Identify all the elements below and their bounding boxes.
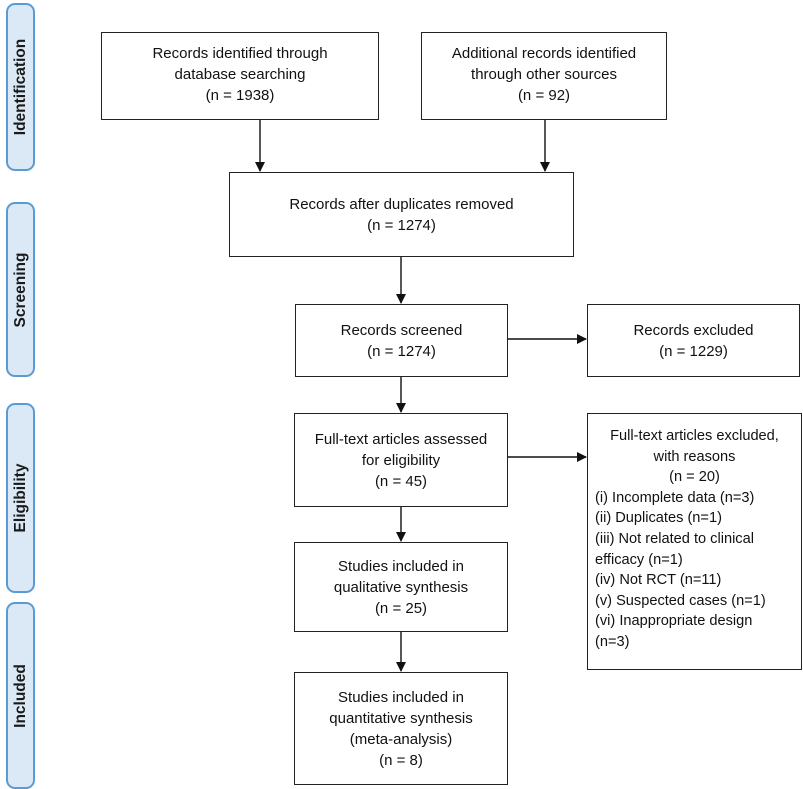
- records-screened-box: Records screened (n = 1274): [295, 304, 508, 377]
- fulltext-assessed-box: Full-text articles assessed for eligibil…: [294, 413, 508, 507]
- exclusion-reason: (vi) Inappropriate design: [595, 613, 753, 630]
- exclusion-reason: efficacy (n=1): [595, 551, 683, 568]
- box-count: (n = 1229): [659, 342, 728, 360]
- stage-identification: Identification: [6, 3, 35, 171]
- box-text: Full-text articles excluded,: [610, 428, 779, 444]
- box-text: (meta-analysis): [349, 730, 453, 748]
- duplicates-removed-box: Records after duplicates removed (n = 12…: [229, 172, 574, 257]
- records-identified-database-box: Records identified through database sear…: [101, 32, 379, 120]
- box-text: Records after duplicates removed: [289, 195, 514, 213]
- box-text: Additional records identified: [451, 45, 637, 62]
- box-count: (n = 8): [379, 751, 423, 769]
- box-text: Records identified through: [152, 45, 328, 62]
- records-excluded-box: Records excluded (n = 1229): [587, 304, 800, 377]
- box-text: qualitative synthesis: [333, 578, 469, 596]
- exclusion-reason: (n=3): [595, 633, 630, 650]
- exclusion-reason: (v) Suspected cases (n=1): [595, 592, 766, 609]
- exclusion-reason: (i) Incomplete data (n=3): [595, 489, 755, 506]
- quantitative-synthesis-box: Studies included in quantitative synthes…: [294, 672, 508, 785]
- box-count: (n = 1938): [205, 87, 275, 104]
- box-count: (n = 1274): [367, 342, 436, 360]
- box-text: database searching: [174, 66, 306, 83]
- box-text: Full-text articles assessed: [314, 430, 488, 448]
- box-text: Records excluded: [633, 321, 754, 339]
- box-text: Studies included in: [338, 557, 464, 575]
- stage-screening: Screening: [6, 202, 35, 377]
- box-text: with reasons: [653, 448, 736, 465]
- box-text: for eligibility: [361, 451, 441, 469]
- box-text: quantitative synthesis: [329, 709, 473, 727]
- box-text: Records screened: [340, 321, 463, 339]
- box-count: (n = 25): [374, 599, 428, 617]
- additional-records-box: Additional records identified through ot…: [421, 32, 667, 120]
- box-count: (n = 1274): [367, 216, 436, 234]
- box-text: Studies included in: [338, 688, 464, 706]
- box-count: (n = 45): [374, 472, 428, 490]
- exclusion-reason: (iii) Not related to clinical: [595, 530, 754, 547]
- exclusion-reason: (ii) Duplicates (n=1): [595, 510, 722, 527]
- box-count: (n = 20): [669, 469, 720, 486]
- fulltext-excluded-box: Full-text articles excluded, with reason…: [587, 413, 802, 670]
- qualitative-synthesis-box: Studies included in qualitative synthesi…: [294, 542, 508, 632]
- stage-included: Included: [6, 602, 35, 789]
- box-count: (n = 92): [517, 87, 571, 104]
- stage-eligibility: Eligibility: [6, 403, 35, 593]
- exclusion-reason: (iv) Not RCT (n=11): [595, 572, 722, 589]
- box-text: through other sources: [471, 66, 617, 83]
